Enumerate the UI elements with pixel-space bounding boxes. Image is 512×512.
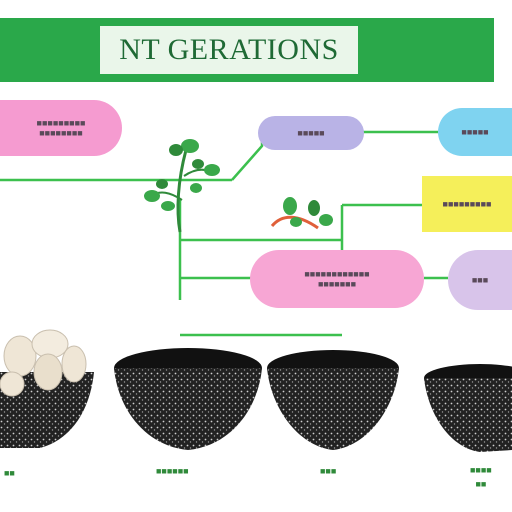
title-banner: NT GERATIONS [0,18,494,82]
box-middle-right-line1: ■■■■■■■■■ [442,198,492,209]
box-top-right-line1: ■■■■■ [461,126,489,137]
bowl-label-1-text: ■■ [4,468,15,478]
box-top-middle: ■■■■■ [258,116,364,150]
box-far-right-line1: ■■■ [471,274,489,285]
box-center: ■■■■■■■■■■■■ ■■■■■■■ [250,250,424,308]
soil-bowl-icon [114,348,262,450]
box-top-left: ■■■■■■■■■ ■■■■■■■■ [0,100,122,156]
box-top-right: ■■■■■ [438,108,512,156]
bowl-label-4-text: ■■■■ [470,465,492,475]
line-to-top-middle [231,132,264,181]
box-middle-right: ■■■■■■■■■ [422,176,512,232]
title-plate: NT GERATIONS [100,26,358,74]
plant-icon [144,139,220,233]
box-center-line1: ■■■■■■■■■■■■ [304,268,370,279]
soil-bowl-icon [424,364,512,452]
box-far-right: ■■■ [448,250,512,310]
bowl-label-4-text2: ■■ [475,478,487,489]
sprout-icon [270,197,333,230]
bowl-label-3: ■■■ [320,466,336,476]
box-top-middle-line1: ■■■■■ [297,127,325,138]
bowl-label-2: ■■■■■■ [156,466,189,476]
box-top-left-line2: ■■■■■■■■ [39,128,83,138]
bowl-label-1: ■■ [4,468,15,478]
soil-bowl-icon [267,350,399,450]
bowl-label-4: ■■■■ ■■ [470,464,492,491]
bowl-label-2-text: ■■■■■■ [156,466,189,476]
page-title: NT GERATIONS [119,33,339,66]
bowl-label-3-text: ■■■ [320,466,337,476]
box-top-left-line1: ■■■■■■■■■ [36,117,86,128]
seeds-icon [0,329,94,448]
box-center-line2: ■■■■■■■ [317,279,357,289]
